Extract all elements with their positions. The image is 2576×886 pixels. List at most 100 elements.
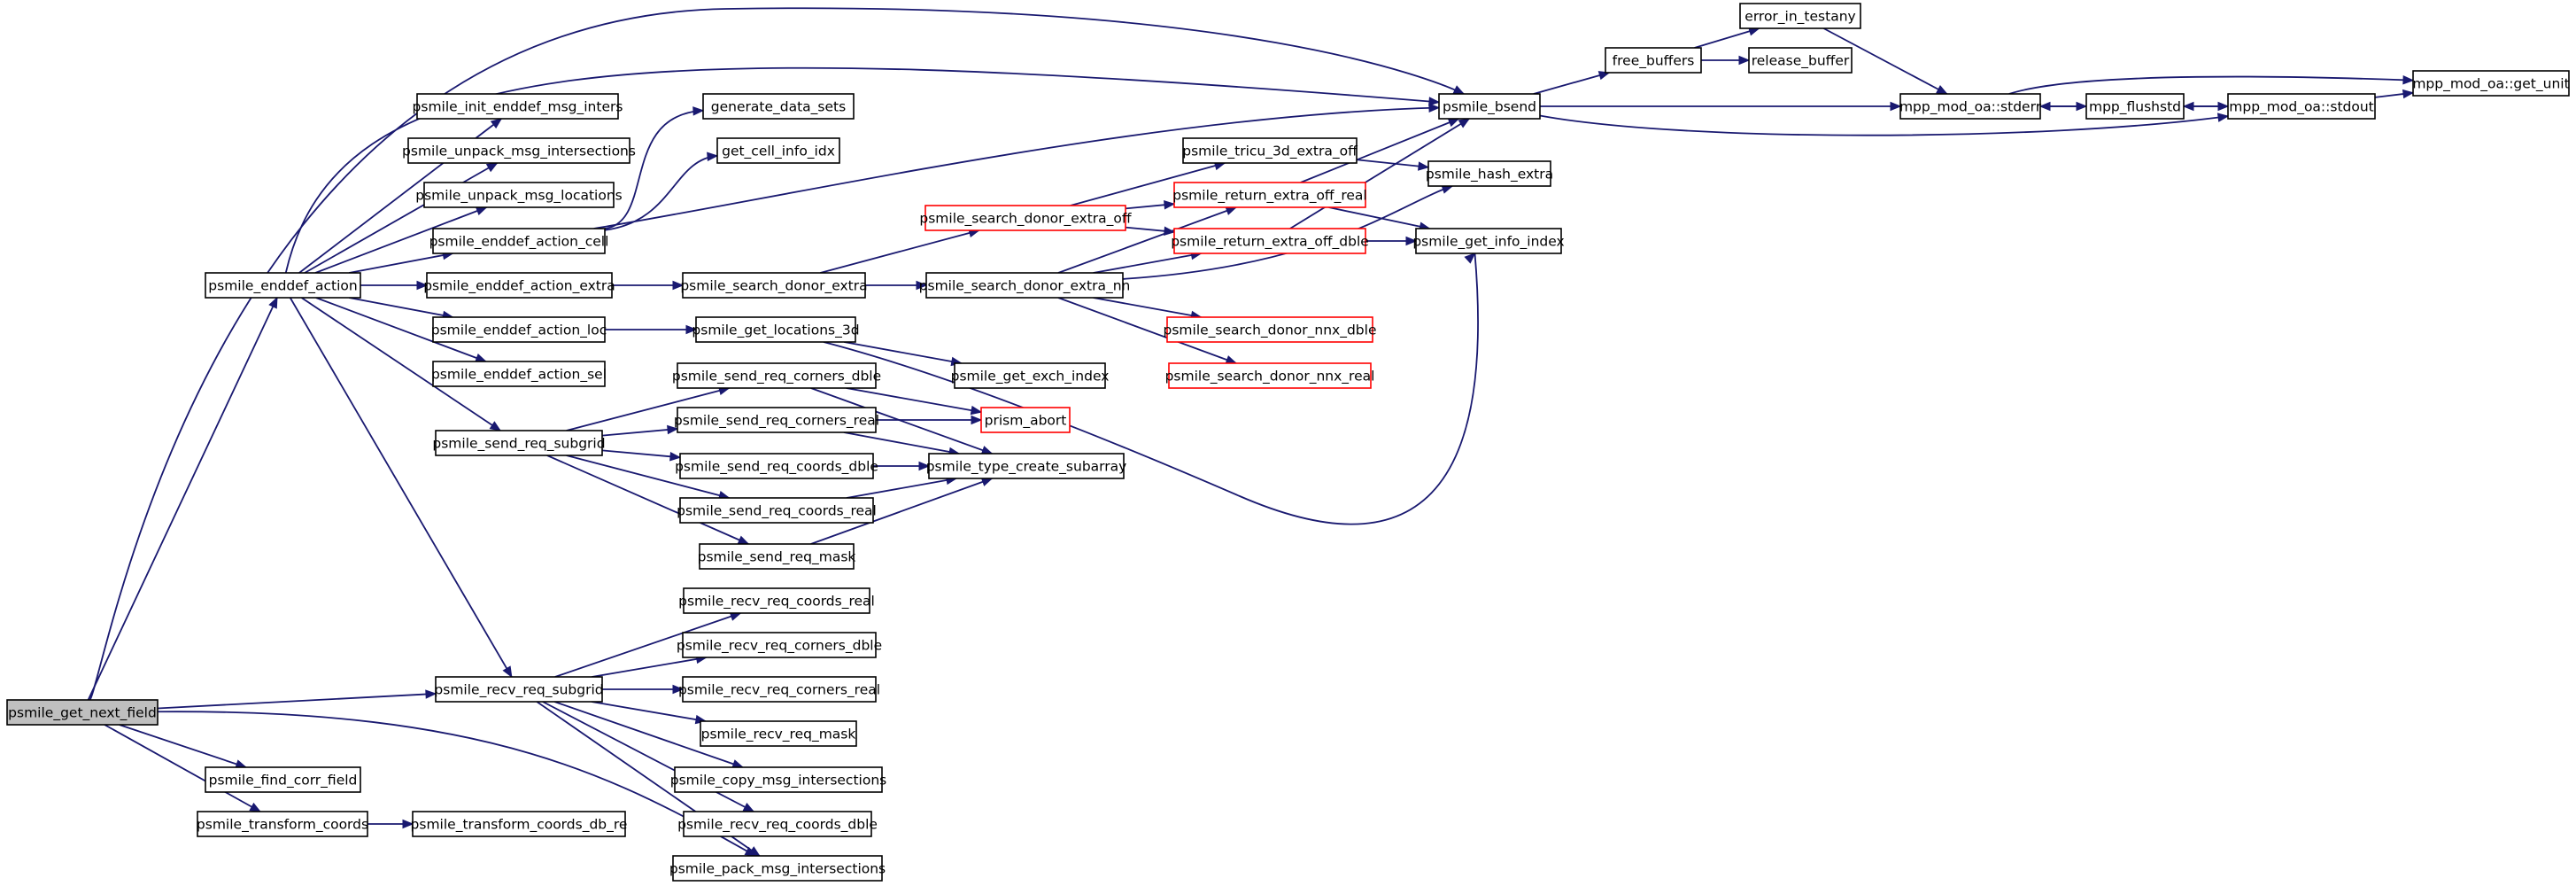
call-edge-return_extra_off_real-to-get_info_index bbox=[1328, 206, 1430, 229]
node-box bbox=[432, 361, 606, 387]
node-flushstd[interactable]: mpp_flushstd bbox=[2085, 93, 2185, 120]
node-label: get_cell_info_idx bbox=[722, 144, 835, 160]
call-edge-enddef_action-to-action_cell bbox=[348, 253, 453, 274]
node-recv-corners-real[interactable]: psmile_recv_req_corners_real bbox=[678, 676, 880, 703]
node-prism-abort[interactable]: prism_abort bbox=[980, 407, 1071, 433]
node-recv-mask[interactable]: psmile_recv_req_mask bbox=[700, 720, 857, 747]
node-free-buffers[interactable]: free_buffers bbox=[1605, 47, 1702, 74]
node-label: psmile_search_donor_extra_off bbox=[919, 211, 1132, 228]
node-search-donor-extra[interactable]: psmile_search_donor_extra bbox=[680, 272, 868, 299]
node-label: psmile_hash_extra bbox=[1426, 167, 1553, 183]
node-label: psmile_return_extra_off_real bbox=[1172, 188, 1366, 205]
node-enddef-action[interactable]: psmile_enddef_action bbox=[205, 272, 361, 299]
node-unpack-locations[interactable]: psmile_unpack_msg_locations bbox=[415, 182, 623, 208]
node-return-extra-off-real[interactable]: psmile_return_extra_off_real bbox=[1172, 182, 1367, 208]
arrowhead-icon bbox=[1225, 355, 1238, 364]
node-get-unit[interactable]: mpp_mod_oa::get_unit bbox=[2412, 70, 2570, 97]
node-get-exch-index[interactable]: psmile_get_exch_index bbox=[951, 362, 1110, 389]
node-label: mpp_flushstd bbox=[2089, 99, 2181, 116]
node-type-create-subarray[interactable]: psmile_type_create_subarray bbox=[926, 453, 1127, 479]
node-stdout[interactable]: mpp_mod_oa::stdout bbox=[2227, 93, 2376, 120]
node-send-corners-dble[interactable]: psmile_send_req_corners_dble bbox=[672, 362, 881, 389]
call-edge-enddef_action-to-recv_req_subgrid bbox=[289, 297, 513, 678]
arrowhead-icon bbox=[416, 280, 429, 291]
call-edge-search_donor_extra_off-to-tricu_3d_extra_off bbox=[1070, 162, 1226, 206]
node-box bbox=[2085, 93, 2185, 120]
call-edge-tricu_3d_extra_off-to-hash_extra bbox=[1356, 159, 1429, 168]
arrowhead-icon bbox=[742, 803, 755, 812]
node-action-extra[interactable]: psmile_enddef_action_extra bbox=[423, 272, 615, 299]
node-search-donor-extra-off[interactable]: psmile_search_donor_extra_off bbox=[919, 205, 1132, 231]
node-box bbox=[423, 182, 615, 208]
node-box bbox=[1605, 47, 1702, 74]
node-recv-coords-dble[interactable]: psmile_recv_req_coords_dble bbox=[677, 811, 878, 837]
node-pack-msg[interactable]: psmile_pack_msg_intersections bbox=[669, 855, 886, 882]
call-edge-bsend-to-stdout bbox=[1539, 114, 2229, 136]
node-box bbox=[197, 811, 368, 837]
node-recv-corners-dble[interactable]: psmile_recv_req_corners_dble bbox=[677, 632, 882, 658]
call-edge-action_cell-to-bsend bbox=[593, 106, 1440, 229]
node-get-info-index[interactable]: psmile_get_info_index bbox=[1412, 228, 1565, 254]
node-release-buffer[interactable]: release_buffer bbox=[1748, 47, 1853, 74]
node-box bbox=[435, 430, 603, 456]
arrowhead-icon bbox=[1936, 84, 1948, 95]
node-bsend[interactable]: psmile_bsend bbox=[1438, 93, 1541, 120]
node-label: psmile_recv_req_coords_real bbox=[678, 594, 875, 610]
arrowhead-icon bbox=[1738, 55, 1751, 66]
node-copy-msg[interactable]: psmile_copy_msg_intersections bbox=[670, 766, 886, 793]
node-box bbox=[1168, 362, 1372, 389]
node-send-coords-real[interactable]: psmile_send_req_coords_real bbox=[677, 497, 877, 524]
node-box bbox=[672, 855, 883, 882]
node-error-in-testany[interactable]: error_in_testany bbox=[1739, 3, 1861, 29]
node-box bbox=[1438, 93, 1541, 120]
node-send-coords-dble[interactable]: psmile_send_req_coords_dble bbox=[675, 453, 878, 479]
node-send-mask[interactable]: psmile_send_req_mask bbox=[698, 543, 856, 570]
node-transform-coords[interactable]: psmile_transform_coords bbox=[197, 811, 368, 837]
node-search-donor-nnx-dble[interactable]: psmile_search_donor_nnx_dble bbox=[1164, 316, 1377, 343]
call-edge-recv_req_subgrid-to-recv_coords_dble bbox=[542, 701, 754, 812]
node-unpack-inters[interactable]: psmile_unpack_msg_intersections bbox=[402, 137, 636, 164]
node-search-donor-extra-nn[interactable]: psmile_search_donor_extra_nn bbox=[919, 272, 1131, 299]
node-root[interactable]: psmile_get_next_field bbox=[6, 699, 159, 726]
node-label: mpp_mod_oa::stdout bbox=[2229, 99, 2374, 116]
call-edge-send_coords_real-to-type_create_subarray bbox=[846, 478, 957, 499]
node-init-enddef[interactable]: psmile_init_enddef_msg_inters bbox=[413, 93, 623, 120]
node-return-extra-off-dble[interactable]: psmile_return_extra_off_dble bbox=[1171, 228, 1369, 254]
arrowhead-icon bbox=[425, 689, 437, 699]
node-action-cell[interactable]: psmile_enddef_action_cell bbox=[429, 228, 609, 254]
node-action-sel[interactable]: psmile_enddef_action_sel bbox=[431, 361, 607, 387]
node-stderr[interactable]: mpp_mod_oa::stderr bbox=[1899, 93, 2042, 120]
node-generate-data-sets[interactable]: generate_data_sets bbox=[702, 93, 855, 120]
node-box bbox=[679, 453, 874, 479]
node-label: generate_data_sets bbox=[711, 99, 846, 116]
node-action-loc[interactable]: psmile_enddef_action_loc bbox=[431, 316, 607, 343]
node-box bbox=[700, 720, 857, 747]
node-recv-req-subgrid[interactable]: psmile_recv_req_subgrid bbox=[434, 676, 604, 703]
node-box bbox=[2412, 70, 2570, 97]
node-label: psmile_search_donor_extra bbox=[680, 278, 867, 295]
node-box bbox=[432, 228, 606, 254]
node-search-donor-nnx-real[interactable]: psmile_search_donor_nnx_real bbox=[1165, 362, 1375, 389]
arrowhead-icon bbox=[2038, 101, 2051, 112]
node-send-req-subgrid[interactable]: psmile_send_req_subgrid bbox=[432, 430, 606, 456]
node-box bbox=[677, 362, 877, 389]
call-edge-get_locations_3d-to-get_exch_index bbox=[844, 341, 962, 364]
node-box bbox=[683, 587, 870, 614]
arrowhead-icon bbox=[918, 461, 931, 471]
node-recv-coords-real[interactable]: psmile_recv_req_coords_real bbox=[678, 587, 875, 614]
node-send-corners-real[interactable]: psmile_send_req_corners_real bbox=[674, 407, 879, 433]
arrowhead-icon bbox=[1890, 101, 1902, 112]
node-transform-coords-db[interactable]: psmile_transform_coords_db_re bbox=[411, 811, 628, 837]
node-hash-extra[interactable]: psmile_hash_extra bbox=[1426, 160, 1553, 187]
arrowhead-icon bbox=[1597, 71, 1611, 81]
arrowhead-icon bbox=[916, 280, 928, 291]
arrowhead-icon bbox=[1447, 118, 1460, 128]
node-box bbox=[426, 272, 613, 299]
node-tricu-3d-extra-off[interactable]: psmile_tricu_3d_extra_off bbox=[1182, 137, 1358, 164]
node-label: psmile_unpack_msg_locations bbox=[415, 188, 622, 205]
call-edge-search_donor_extra_nn-to-search_donor_nnx_real bbox=[1057, 297, 1237, 364]
node-label: psmile_unpack_msg_intersections bbox=[402, 144, 636, 160]
node-get-locations-3d[interactable]: psmile_get_locations_3d bbox=[692, 316, 860, 343]
node-find-corr[interactable]: psmile_find_corr_field bbox=[205, 766, 361, 793]
node-get-cell-info-idx[interactable]: get_cell_info_idx bbox=[716, 137, 840, 164]
